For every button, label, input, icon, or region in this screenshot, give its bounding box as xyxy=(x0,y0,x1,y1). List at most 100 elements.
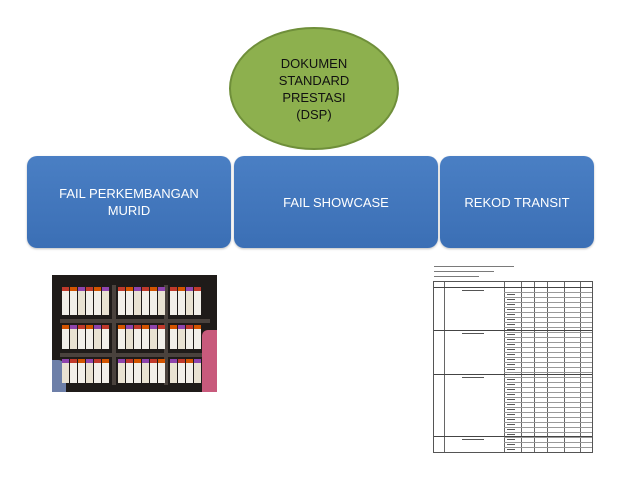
binder-spine xyxy=(118,287,125,315)
binder-spine xyxy=(94,325,101,349)
binder-spine xyxy=(158,359,165,383)
binder-spine xyxy=(150,325,157,349)
table-cell-text xyxy=(507,364,515,365)
table-row-line xyxy=(504,297,592,298)
table-row-line xyxy=(504,417,592,418)
table-row-line xyxy=(504,307,592,308)
binder-spine xyxy=(86,325,93,349)
table-row-line xyxy=(504,447,592,448)
binder-spine xyxy=(70,287,77,315)
table-row-line xyxy=(504,292,592,293)
binder-spine xyxy=(186,359,193,383)
person-silhouette xyxy=(202,330,217,392)
table-row-line xyxy=(504,427,592,428)
table-cell-text xyxy=(507,434,515,435)
binder-spine xyxy=(142,325,149,349)
binder-spine xyxy=(158,287,165,315)
table-cell-text xyxy=(507,374,515,375)
shelf-board xyxy=(60,353,210,357)
table-row-line xyxy=(504,392,592,393)
table-cell-text xyxy=(507,329,515,330)
shelf-binders-photo xyxy=(52,275,217,392)
form-header-line xyxy=(434,276,479,277)
binder-spine xyxy=(78,359,85,383)
binder-spine xyxy=(150,287,157,315)
table-cell-text xyxy=(507,394,515,395)
table-column-line xyxy=(444,282,445,452)
table-cell-text xyxy=(507,354,515,355)
table-cell-text xyxy=(507,399,515,400)
table-row-line xyxy=(504,377,592,378)
binder-spine xyxy=(150,359,157,383)
table-row-line xyxy=(504,322,592,323)
table-row-line xyxy=(504,402,592,403)
table-row-line xyxy=(504,382,592,383)
binder-spine xyxy=(170,359,177,383)
branch-label: REKOD TRANSIT xyxy=(464,194,570,210)
form-header-line xyxy=(434,266,514,267)
table-row-line xyxy=(504,397,592,398)
shelf-divider xyxy=(112,285,116,385)
binder-spine xyxy=(94,359,101,383)
table-cell-text xyxy=(507,379,515,380)
table-cell-text xyxy=(507,309,515,310)
table-cell-text xyxy=(507,314,515,315)
binder-spine xyxy=(86,359,93,383)
binder-spine xyxy=(170,287,177,315)
binder-spine xyxy=(170,325,177,349)
table-row-line xyxy=(504,362,592,363)
binder-spine xyxy=(142,287,149,315)
table-cell-text xyxy=(507,409,515,410)
binder-spine xyxy=(194,325,201,349)
binder-spine xyxy=(78,325,85,349)
binder-spine xyxy=(102,287,109,315)
shelf-board xyxy=(60,319,210,323)
table-cell-text xyxy=(507,359,515,360)
table-row-line xyxy=(504,387,592,388)
binder-spine xyxy=(86,287,93,315)
table-row-line xyxy=(504,302,592,303)
table-cell-text xyxy=(462,333,484,334)
table-row-line xyxy=(504,317,592,318)
binder-spine xyxy=(194,287,201,315)
table-row-line xyxy=(504,342,592,343)
binder-spine xyxy=(118,359,125,383)
binder-spine xyxy=(178,359,185,383)
table-cell-text xyxy=(507,294,515,295)
table-cell-text xyxy=(507,339,515,340)
binder-spine xyxy=(94,287,101,315)
binder-spine xyxy=(62,325,69,349)
binder-spine xyxy=(178,287,185,315)
transit-record-form-image xyxy=(428,262,596,454)
shelf-divider xyxy=(164,285,168,385)
binder-spine xyxy=(126,325,133,349)
center-node-dsp: DOKUMEN STANDARD PRESTASI (DSP) xyxy=(229,27,399,150)
table-cell-text xyxy=(507,319,515,320)
table-cell-text xyxy=(507,419,515,420)
table-section-line xyxy=(434,330,592,331)
table-cell-text xyxy=(507,389,515,390)
table-cell-text xyxy=(507,439,515,440)
table-row-line xyxy=(504,367,592,368)
table-cell-text xyxy=(462,377,484,378)
table-row-line xyxy=(504,332,592,333)
binder-spine xyxy=(186,287,193,315)
table-cell-text xyxy=(462,439,484,440)
binder-spine xyxy=(102,359,109,383)
table-row-line xyxy=(504,312,592,313)
table-cell-text xyxy=(507,404,515,405)
binder-spine xyxy=(78,287,85,315)
binder-spine xyxy=(102,325,109,349)
form-header-line xyxy=(434,271,494,272)
table-row-line xyxy=(504,407,592,408)
table-row-line xyxy=(504,437,592,438)
table-row-line xyxy=(504,442,592,443)
table-cell-text xyxy=(507,384,515,385)
table-cell-text xyxy=(507,324,515,325)
binder-spine xyxy=(126,287,133,315)
binder-spine xyxy=(126,359,133,383)
center-node-label: DOKUMEN STANDARD PRESTASI (DSP) xyxy=(278,55,350,122)
table-cell-text xyxy=(507,334,515,335)
table-cell-text xyxy=(462,290,484,291)
table-cell-text xyxy=(507,369,515,370)
